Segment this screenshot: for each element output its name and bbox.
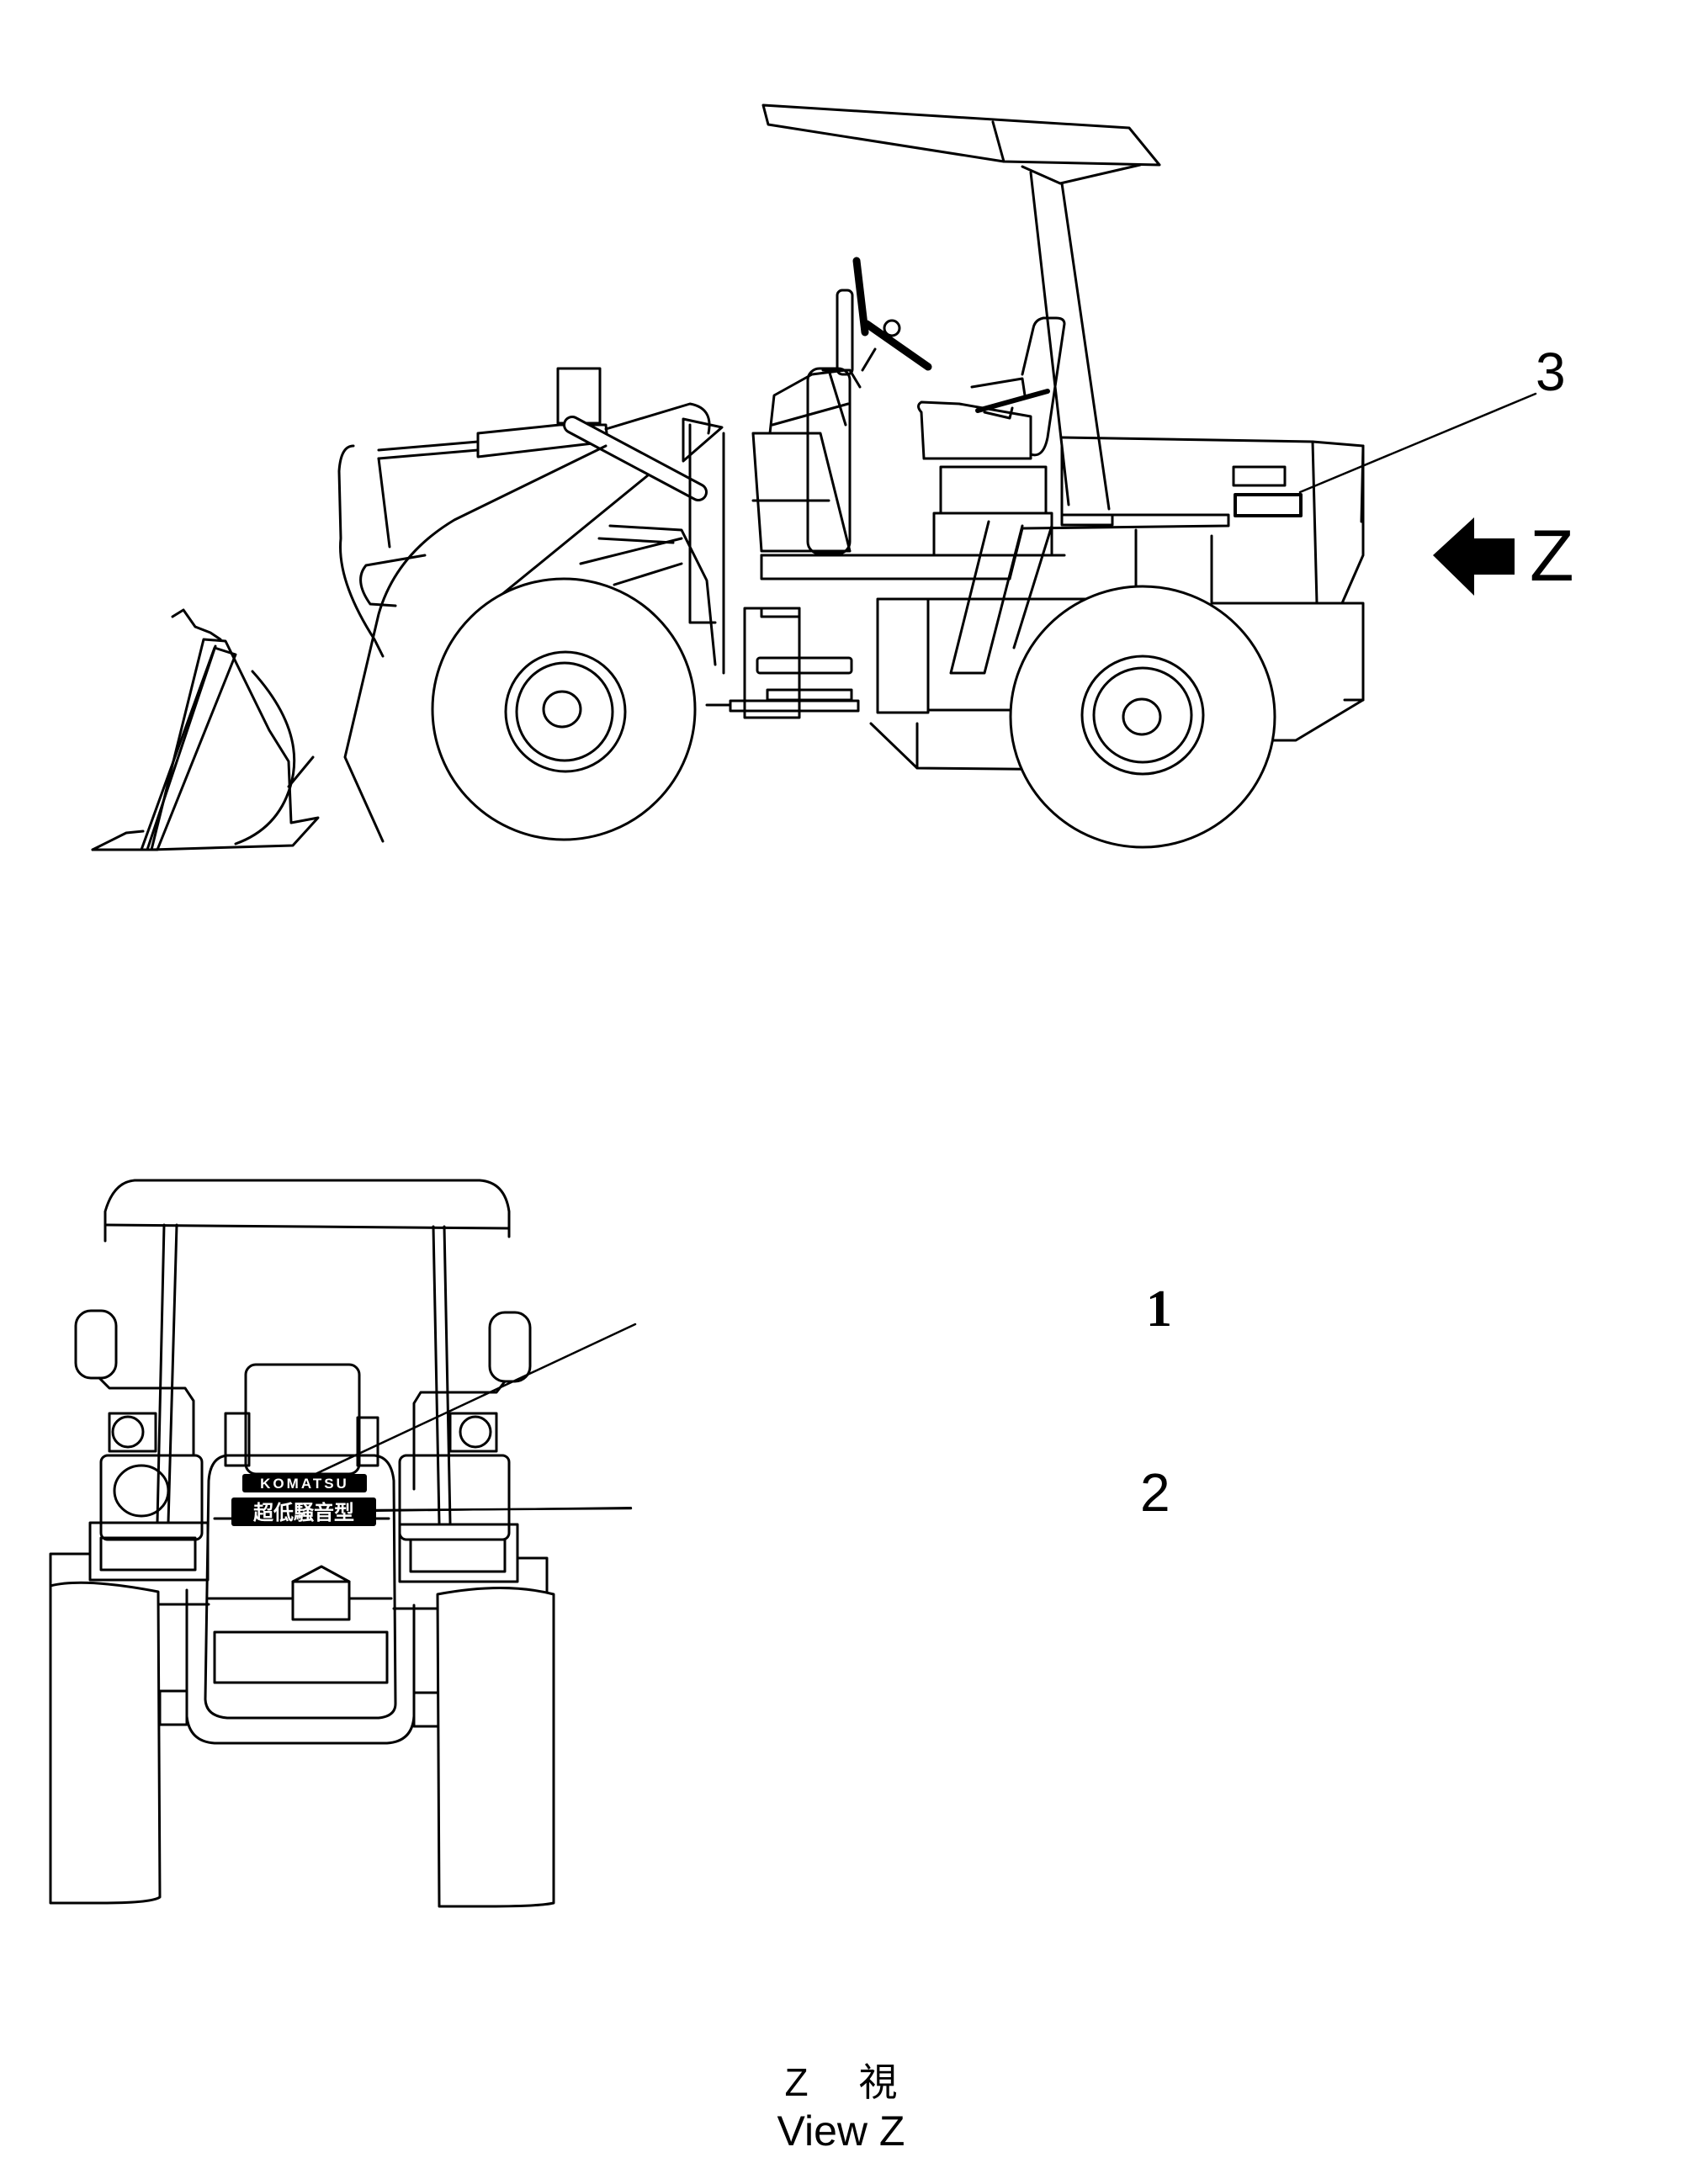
left-arrow-icon [1433, 517, 1515, 596]
left-tire [49, 1581, 162, 1905]
canopy [761, 103, 1161, 511]
mirrors [74, 1309, 532, 1491]
right-fender [398, 1523, 519, 1583]
bucket [91, 608, 320, 851]
left-fender [88, 1521, 210, 1582]
steering-console [751, 257, 932, 555]
lights [99, 1412, 511, 1541]
callout-number-3: 3 [1536, 342, 1566, 402]
caption-kanji: 視 [858, 2060, 898, 2104]
leader-line-1 [314, 1323, 637, 1476]
svg-text:KOMATSU: KOMATSU [260, 1476, 349, 1492]
view-z-label: Z [1530, 516, 1574, 596]
right-tire [436, 1587, 555, 1908]
front-view-drawing: KOMATSU 超低騒音型 [49, 1179, 637, 1908]
decal-low-noise: 超低騒音型 [231, 1498, 376, 1526]
cab-platform [760, 316, 1230, 580]
rear-wheel [1009, 585, 1276, 849]
hood [204, 1454, 397, 1720]
front-canopy [103, 1179, 511, 1524]
svg-text:超低騒音型: 超低騒音型 [253, 1501, 354, 1524]
caption-line-2: View Z [777, 2107, 905, 2155]
callout-number-1: 1 [1146, 1280, 1172, 1338]
front-wheel [431, 577, 697, 841]
callout-number-2: 2 [1140, 1462, 1170, 1523]
seat-back [244, 1363, 361, 1476]
decal-komatsu: KOMATSU [242, 1474, 367, 1492]
side-view-drawing [91, 103, 1537, 851]
leader-line-3 [1298, 392, 1537, 494]
caption-letter: Z [784, 2060, 809, 2104]
